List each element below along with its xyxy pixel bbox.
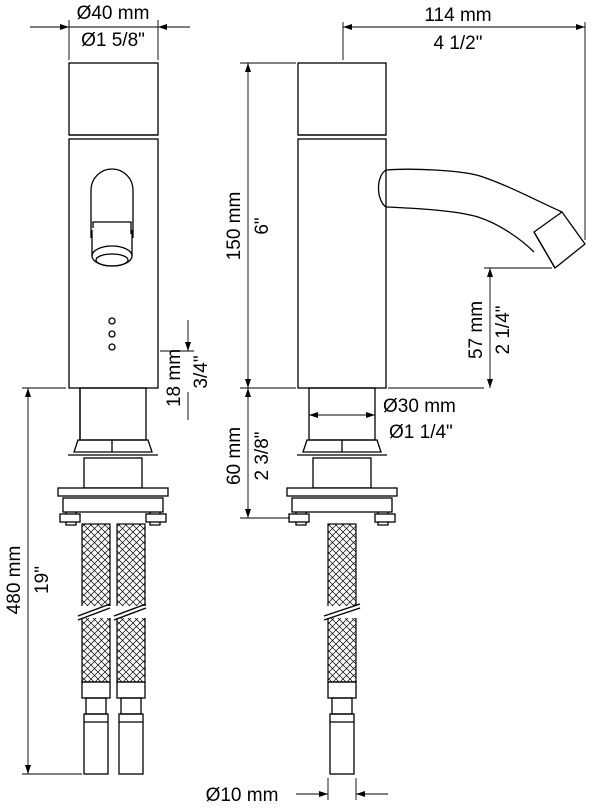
front-view — [57, 62, 169, 775]
label-spout-height-in: 2 1/4" — [493, 305, 514, 354]
front-mounting-hardware — [57, 439, 169, 526]
label-reach-in: 4 1/2" — [433, 33, 482, 54]
label-top-diameter-in: Ø1 5/8" — [81, 30, 145, 51]
label-shank-diameter-in: Ø1 1/4" — [389, 422, 453, 443]
label-sensor-gap-mm: 18 mm — [164, 349, 185, 407]
label-body-height-mm: 150 mm — [224, 192, 245, 261]
label-top-diameter-mm: Ø40 mm — [77, 3, 150, 24]
front-shank — [79, 387, 147, 441]
side-shank — [308, 387, 376, 441]
front-spout-opening — [90, 168, 134, 267]
label-sensor-gap-in: 3/4" — [191, 355, 212, 388]
label-hose-diameter-mm: Ø10 mm — [206, 785, 279, 806]
side-spout — [377, 168, 586, 269]
label-shank-diameter-mm: Ø30 mm — [383, 396, 456, 417]
label-hose-length-in: 19" — [32, 566, 53, 594]
dimension-lines — [22, 20, 586, 800]
side-view — [286, 62, 586, 775]
side-hose — [320, 523, 364, 775]
front-hoses — [75, 523, 155, 775]
label-spout-height-mm: 57 mm — [466, 301, 487, 359]
front-body — [68, 138, 159, 389]
side-mounting-hardware — [286, 439, 398, 526]
side-body — [297, 138, 387, 389]
front-top-cap — [68, 62, 159, 136]
sensor-dots — [108, 317, 116, 351]
side-top-cap — [297, 62, 387, 136]
label-max-deck-mm: 60 mm — [224, 427, 245, 485]
label-max-deck-in: 2 3/8" — [252, 431, 273, 480]
label-hose-length-mm: 480 mm — [4, 546, 25, 615]
dimension-labels: Ø40 mm Ø1 5/8" 114 mm 4 1/2" 150 mm 6" 5… — [4, 3, 514, 806]
label-body-height-in: 6" — [252, 217, 273, 234]
label-reach-mm: 114 mm — [424, 5, 491, 26]
